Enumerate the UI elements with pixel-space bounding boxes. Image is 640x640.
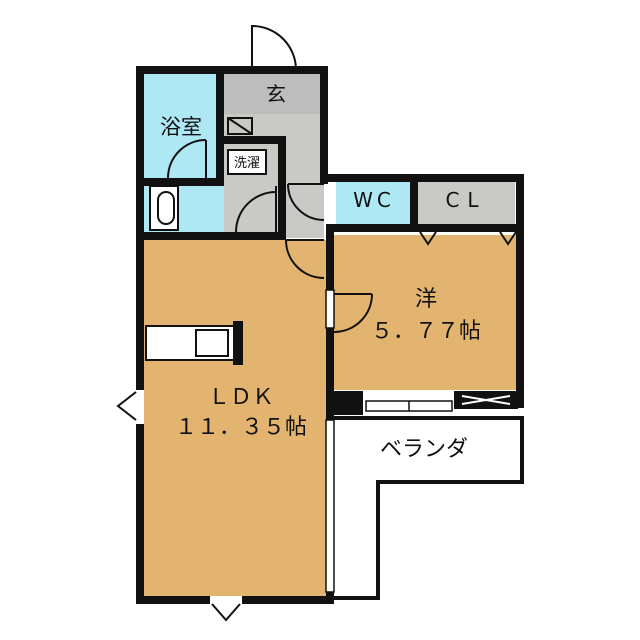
entrance-door [251, 24, 297, 72]
wc-door [287, 183, 325, 221]
western-door [333, 293, 373, 333]
bath-label: 浴室 [160, 115, 202, 139]
wc-floor [336, 180, 412, 224]
bottom-door [211, 603, 241, 622]
bathtub-inner [157, 191, 175, 225]
western-room-name: 洋 [415, 287, 437, 312]
laundry-wall [136, 136, 286, 240]
bath-door [167, 139, 207, 179]
floors [140, 70, 524, 600]
ac-unit-mark [461, 395, 511, 405]
ldk-left-door [116, 391, 137, 421]
sink [195, 329, 229, 357]
closet-floor [418, 180, 515, 224]
genkan-label: 玄 [266, 82, 286, 106]
veranda-label: ベランダ [380, 437, 468, 462]
washer-label-box [227, 149, 267, 175]
kitchen-wall [233, 321, 243, 365]
doors [116, 24, 373, 622]
bottom-door-gap [210, 596, 242, 604]
upper-right-wall [326, 174, 524, 408]
labels: 玄 浴室 洗濯 WC CL 洋 ５．７７帖 ＬＤＫ １１．３５帖 ベランダ [160, 82, 486, 462]
laundry-label: 洗濯 [234, 156, 260, 171]
entrance-floor [224, 70, 324, 114]
windows [136, 289, 453, 604]
outer-wall-top [136, 66, 328, 184]
pillar [331, 391, 363, 415]
western-room-size: ５．７７帖 [371, 319, 481, 344]
cl-label: CL [445, 188, 486, 212]
laundry-door [235, 186, 277, 233]
western-side-window [325, 289, 335, 329]
ldk-name: ＬＤＫ [208, 385, 274, 410]
fixtures [145, 117, 518, 415]
wc-label: WC [353, 188, 395, 212]
ldk-size: １１．３５帖 [175, 415, 307, 440]
ldk-side-window [325, 419, 335, 593]
shoe-box-rect [227, 117, 253, 135]
ldk-left-door-gap [136, 390, 144, 424]
outer-wall-left [136, 66, 334, 604]
wc-cl-divider [326, 174, 524, 232]
cl-door-marks [419, 231, 517, 246]
western-room-floor [332, 235, 518, 390]
shoe-box [227, 117, 253, 135]
ldk-door [285, 239, 325, 279]
bath-wall [136, 66, 224, 186]
ldk-floor [143, 240, 328, 597]
